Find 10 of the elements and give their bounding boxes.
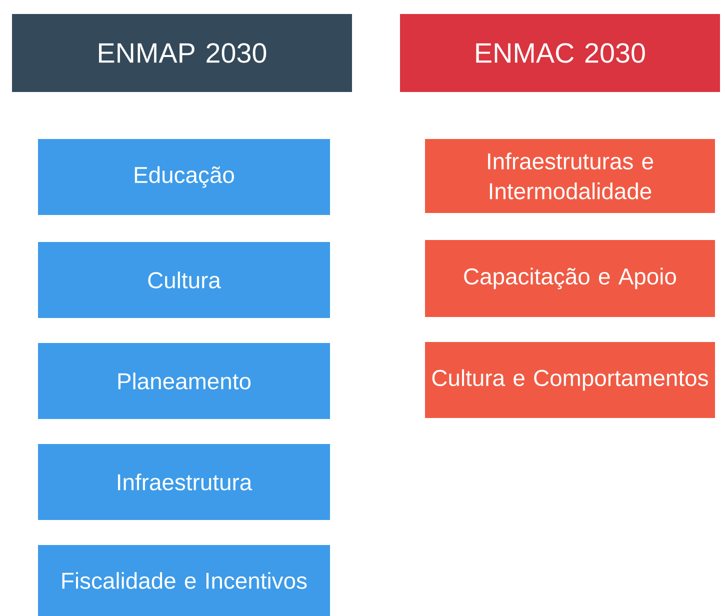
topic-box: Infraestrutura (38, 444, 330, 520)
topic-box: Fiscalidade e Incentivos (38, 545, 330, 616)
topic-box: Planeamento (38, 343, 330, 419)
header-box: ENMAC 2030 (400, 14, 720, 92)
topic-box: Cultura e Comportamentos (425, 342, 715, 418)
topic-box: Capacitação e Apoio (425, 240, 715, 317)
topic-box: Cultura (38, 242, 330, 318)
topic-box: Infraestruturas e Intermodalidade (425, 139, 715, 213)
topic-box: Educação (38, 139, 330, 215)
header-box: ENMAP 2030 (12, 14, 352, 92)
